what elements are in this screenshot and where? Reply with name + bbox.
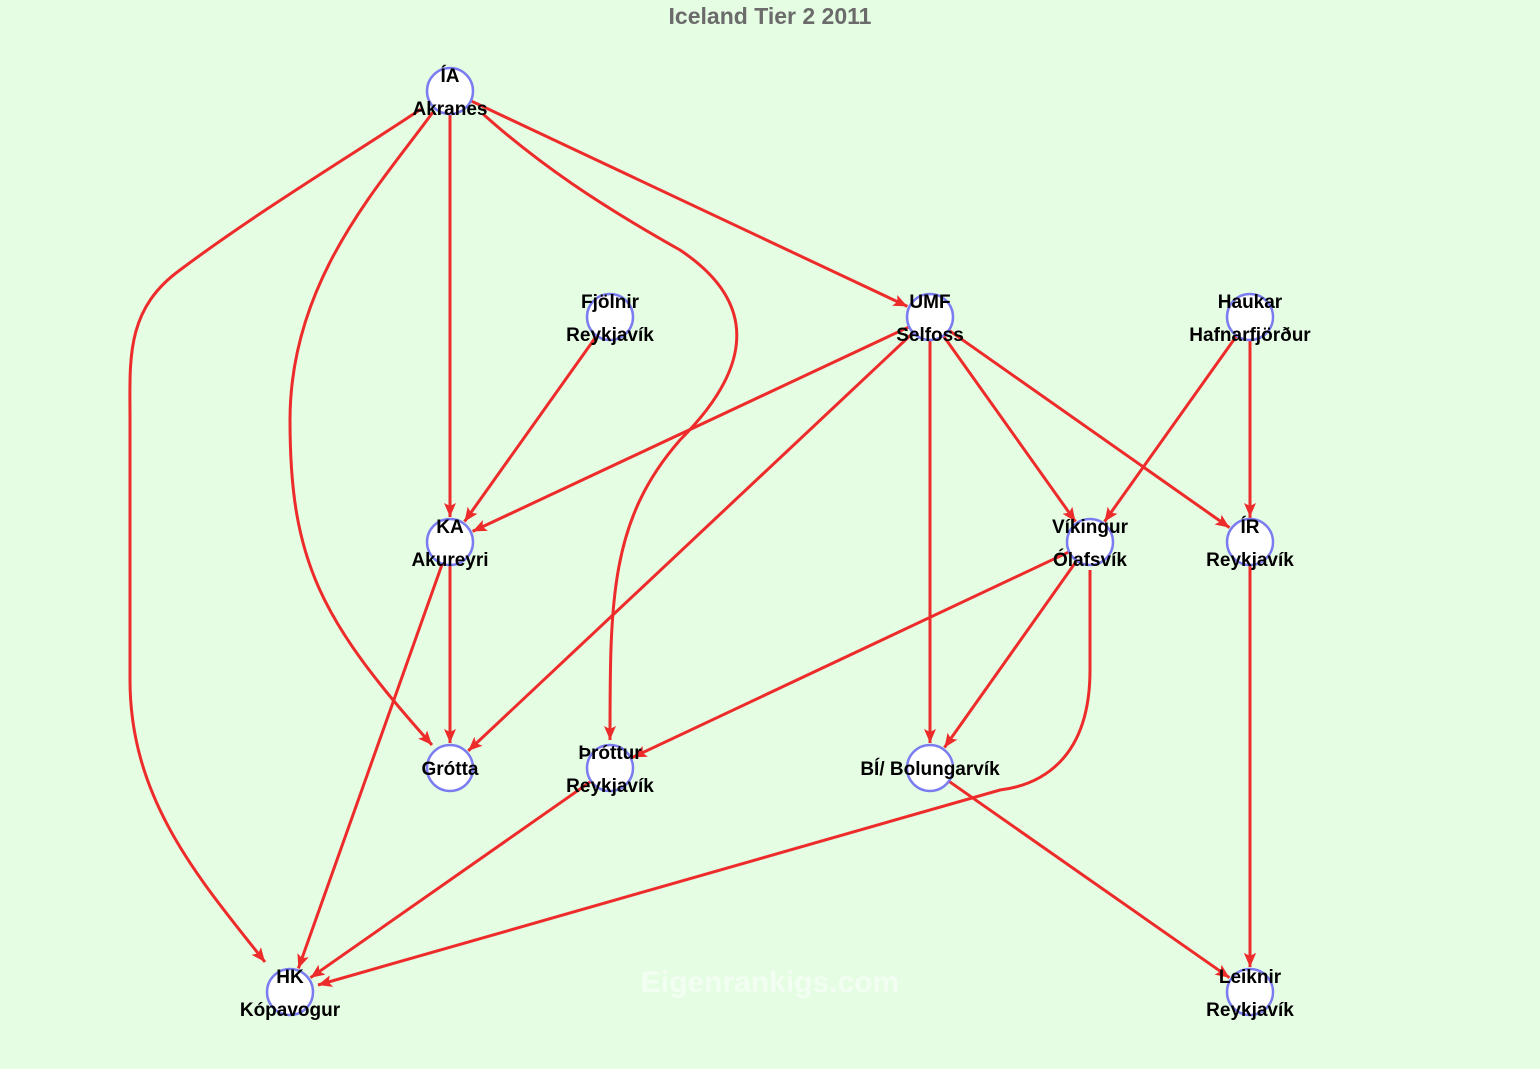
node-circle-leiknir (1225, 967, 1275, 1017)
node-label-haukar-line1: Haukar (1218, 292, 1283, 313)
node-label-umf-line2: Selfoss (896, 325, 964, 346)
arrowhead-umf-to-grotta (468, 736, 483, 751)
node-label-ir-line1: ÍR (1241, 516, 1260, 538)
node-label-ia-line2: Akranes (413, 99, 488, 120)
edge-haukar-to-vikingur (1103, 334, 1238, 523)
graph-title: Iceland Tier 2 2011 (669, 3, 872, 29)
arrowhead-umf-to-ir (1214, 514, 1230, 528)
node-circle-haukar (1225, 292, 1275, 342)
node-circle-fjolnir (585, 292, 635, 342)
node-label-bi-line1: BÍ/ Bolungarvík (860, 758, 1000, 780)
node-bi: BÍ/ Bolungarvík (860, 743, 1000, 793)
arrowhead-throttur-to-hk (310, 964, 326, 978)
edge-bi-to-leiknir (947, 779, 1231, 979)
node-label-hk-line2: Kópavogur (240, 1000, 341, 1021)
node-label-ka-line1: KA (436, 517, 464, 538)
arrowhead-ir-to-leiknir (1244, 953, 1256, 967)
arrowhead-umf-to-ka (472, 520, 488, 532)
edge-umf-to-grotta (467, 331, 915, 752)
node-circle-bi (905, 743, 955, 793)
node-circle-throttur (585, 743, 635, 793)
arrowhead-vikingur-to-throttur (632, 746, 648, 758)
node-label-fjolnir-line2: Reykjavík (566, 325, 654, 346)
node-circle-hk (265, 967, 315, 1017)
arrowhead-vikingur-to-bi (944, 732, 958, 748)
node-label-ia-line1: ÍA (441, 65, 460, 87)
node-label-vikingur-line1: Víkingur (1052, 517, 1129, 538)
node-label-haukar-line2: Hafnarfjörður (1189, 325, 1311, 346)
arrowhead-vikingur-to-hk (318, 975, 334, 987)
arrowhead-ka-to-grotta (444, 729, 456, 743)
node-ka: KA Akureyri (411, 517, 488, 571)
arrowhead-haukar-to-vikingur (1104, 506, 1118, 522)
node-circle-vikingur (1065, 517, 1115, 567)
node-label-umf-line1: UMF (909, 292, 950, 313)
node-label-hk-line1: HK (276, 967, 304, 988)
arrowhead-ia-to-umf (892, 295, 908, 307)
arrowhead-fjolnir-to-ka (464, 506, 478, 522)
node-ia: ÍA Akranes (413, 65, 488, 120)
edge-vikingur-to-hk (317, 570, 1092, 987)
node-label-grotta-line1: Grótta (422, 759, 479, 780)
node-label-leiknir-line1: Leiknir (1219, 967, 1282, 988)
arrowhead-bi-to-leiknir (1214, 964, 1230, 978)
node-label-throttur-line2: Reykjavík (566, 776, 654, 797)
node-grotta: Grótta (422, 743, 479, 793)
node-circle-ir (1225, 517, 1275, 567)
arrowhead-ia-to-hk (251, 947, 265, 962)
arrowhead-ia-to-ka (444, 503, 456, 517)
edges-layer (128, 99, 1256, 987)
node-circle-grotta (425, 743, 475, 793)
edge-ia-to-throttur (481, 112, 739, 741)
edge-umf-to-vikingur (942, 334, 1077, 523)
edge-umf-to-ka (471, 325, 910, 533)
edge-fjolnir-to-ka (463, 334, 598, 523)
edge-ka-to-hk (296, 563, 444, 969)
arrowhead-umf-to-bi (924, 729, 936, 743)
node-label-fjolnir-line1: Fjölnir (581, 292, 640, 313)
edge-vikingur-to-throttur (631, 550, 1070, 759)
edge-ia-to-umf (470, 99, 909, 308)
edge-ia-to-hk (128, 107, 422, 963)
edge-ia-to-grotta (288, 111, 435, 747)
arrowhead-ia-to-throttur (604, 726, 616, 740)
node-circle-ka (425, 517, 475, 567)
arrowhead-ia-to-grotta (418, 730, 432, 745)
node-ir: ÍR Reykjavík (1206, 516, 1294, 571)
arrowhead-umf-to-vikingur (1062, 506, 1076, 522)
edge-vikingur-to-bi (943, 559, 1078, 749)
node-label-ka-line2: Akureyri (411, 550, 488, 571)
node-label-ir-line2: Reykjavík (1206, 550, 1294, 571)
watermark: Eigenrankigs.com (641, 966, 899, 999)
node-label-vikingur-line2: Ólafsvík (1053, 549, 1127, 571)
edge-throttur-to-hk (309, 779, 593, 979)
arrowhead-ka-to-hk (297, 953, 309, 969)
node-hk: HK Kópavogur (240, 967, 341, 1021)
node-circle-ia (425, 66, 475, 116)
node-umf: UMF Selfoss (896, 292, 964, 346)
node-label-throttur-line1: Þróttur (578, 743, 642, 764)
node-label-leiknir-line2: Reykjavík (1206, 1000, 1294, 1021)
edge-umf-to-ir (947, 328, 1231, 529)
node-circle-umf (905, 292, 955, 342)
